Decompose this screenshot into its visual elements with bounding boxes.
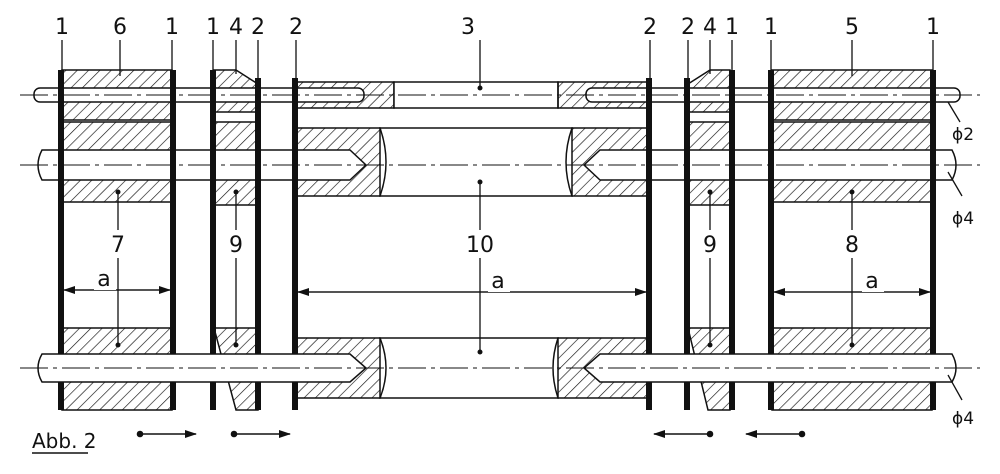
top-label-10: 4 xyxy=(703,15,717,40)
top-label-9: 2 xyxy=(681,15,695,40)
dim-label-right: a xyxy=(865,269,878,294)
top-label-11: 1 xyxy=(725,15,739,40)
middle-row xyxy=(20,121,980,206)
top-label-1: 6 xyxy=(113,15,127,40)
part-label-9-right: 9 xyxy=(703,233,717,258)
dimensions xyxy=(61,40,963,401)
plate-2c xyxy=(646,78,652,410)
top-label-14: 1 xyxy=(926,15,940,40)
top-label-13: 5 xyxy=(845,15,859,40)
top-label-0: 1 xyxy=(55,15,69,40)
plate-1f xyxy=(930,70,936,410)
plate-2a xyxy=(255,78,261,410)
dim-label-left: a xyxy=(97,267,110,292)
part-label-9-left: 9 xyxy=(229,233,243,258)
plates xyxy=(58,70,936,410)
top-label-3: 1 xyxy=(206,15,220,40)
dia-label-phi4-upper: ϕ4 xyxy=(952,209,974,229)
plate-2d xyxy=(684,78,690,410)
top-label-8: 2 xyxy=(643,15,657,40)
top-label-5: 2 xyxy=(251,15,265,40)
motion-arrows xyxy=(136,430,806,438)
top-label-4: 4 xyxy=(229,15,243,40)
roll-10-left-hub xyxy=(293,127,381,197)
top-label-7: 3 xyxy=(461,15,475,40)
top-label-2: 1 xyxy=(165,15,179,40)
labels: 1 6 1 1 4 2 2 3 2 2 4 1 1 5 1 7 9 10 9 8… xyxy=(32,15,974,454)
top-label-12: 1 xyxy=(764,15,778,40)
plate-2b xyxy=(292,78,298,410)
part-label-10: 10 xyxy=(466,233,494,258)
plate-1c xyxy=(210,70,216,410)
roll-10-body-upper xyxy=(378,127,574,197)
plate-1d xyxy=(729,70,735,410)
plate-1e xyxy=(768,70,774,410)
top-label-6: 2 xyxy=(289,15,303,40)
top-row xyxy=(20,69,980,121)
dia-label-phi4-lower: ϕ4 xyxy=(952,409,974,429)
leader-dots xyxy=(115,85,855,355)
bottom-row xyxy=(20,327,980,411)
plate-1a xyxy=(58,70,64,410)
dia-label-phi2: ϕ2 xyxy=(952,125,974,145)
figure-caption: Abb. 2 xyxy=(32,429,97,453)
plate-1b xyxy=(170,70,176,410)
dim-label-center: a xyxy=(491,269,504,294)
part-label-7: 7 xyxy=(111,233,125,258)
part-label-8: 8 xyxy=(845,233,859,258)
